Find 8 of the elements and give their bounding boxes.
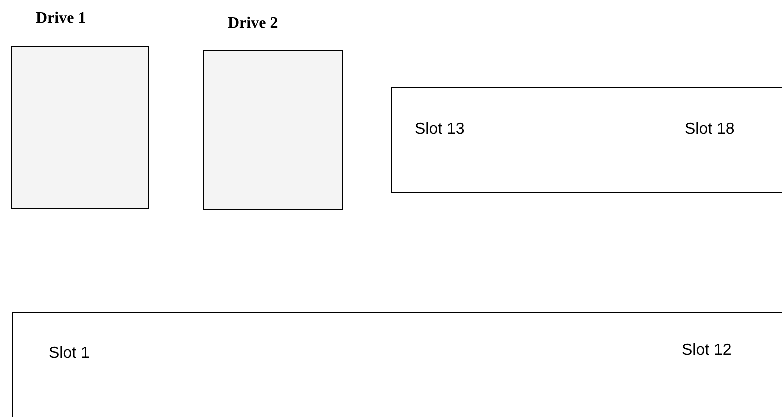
slot-label: Slot 1: [49, 345, 90, 363]
drive-label: Drive 1: [36, 10, 86, 28]
slot-label: Slot 12: [682, 342, 732, 360]
slot-panel: [12, 312, 782, 417]
slot-label: Slot 18: [685, 121, 735, 139]
drive-label: Drive 2: [228, 15, 278, 33]
slot-panel: [391, 87, 782, 193]
slot-label: Slot 13: [415, 121, 465, 139]
